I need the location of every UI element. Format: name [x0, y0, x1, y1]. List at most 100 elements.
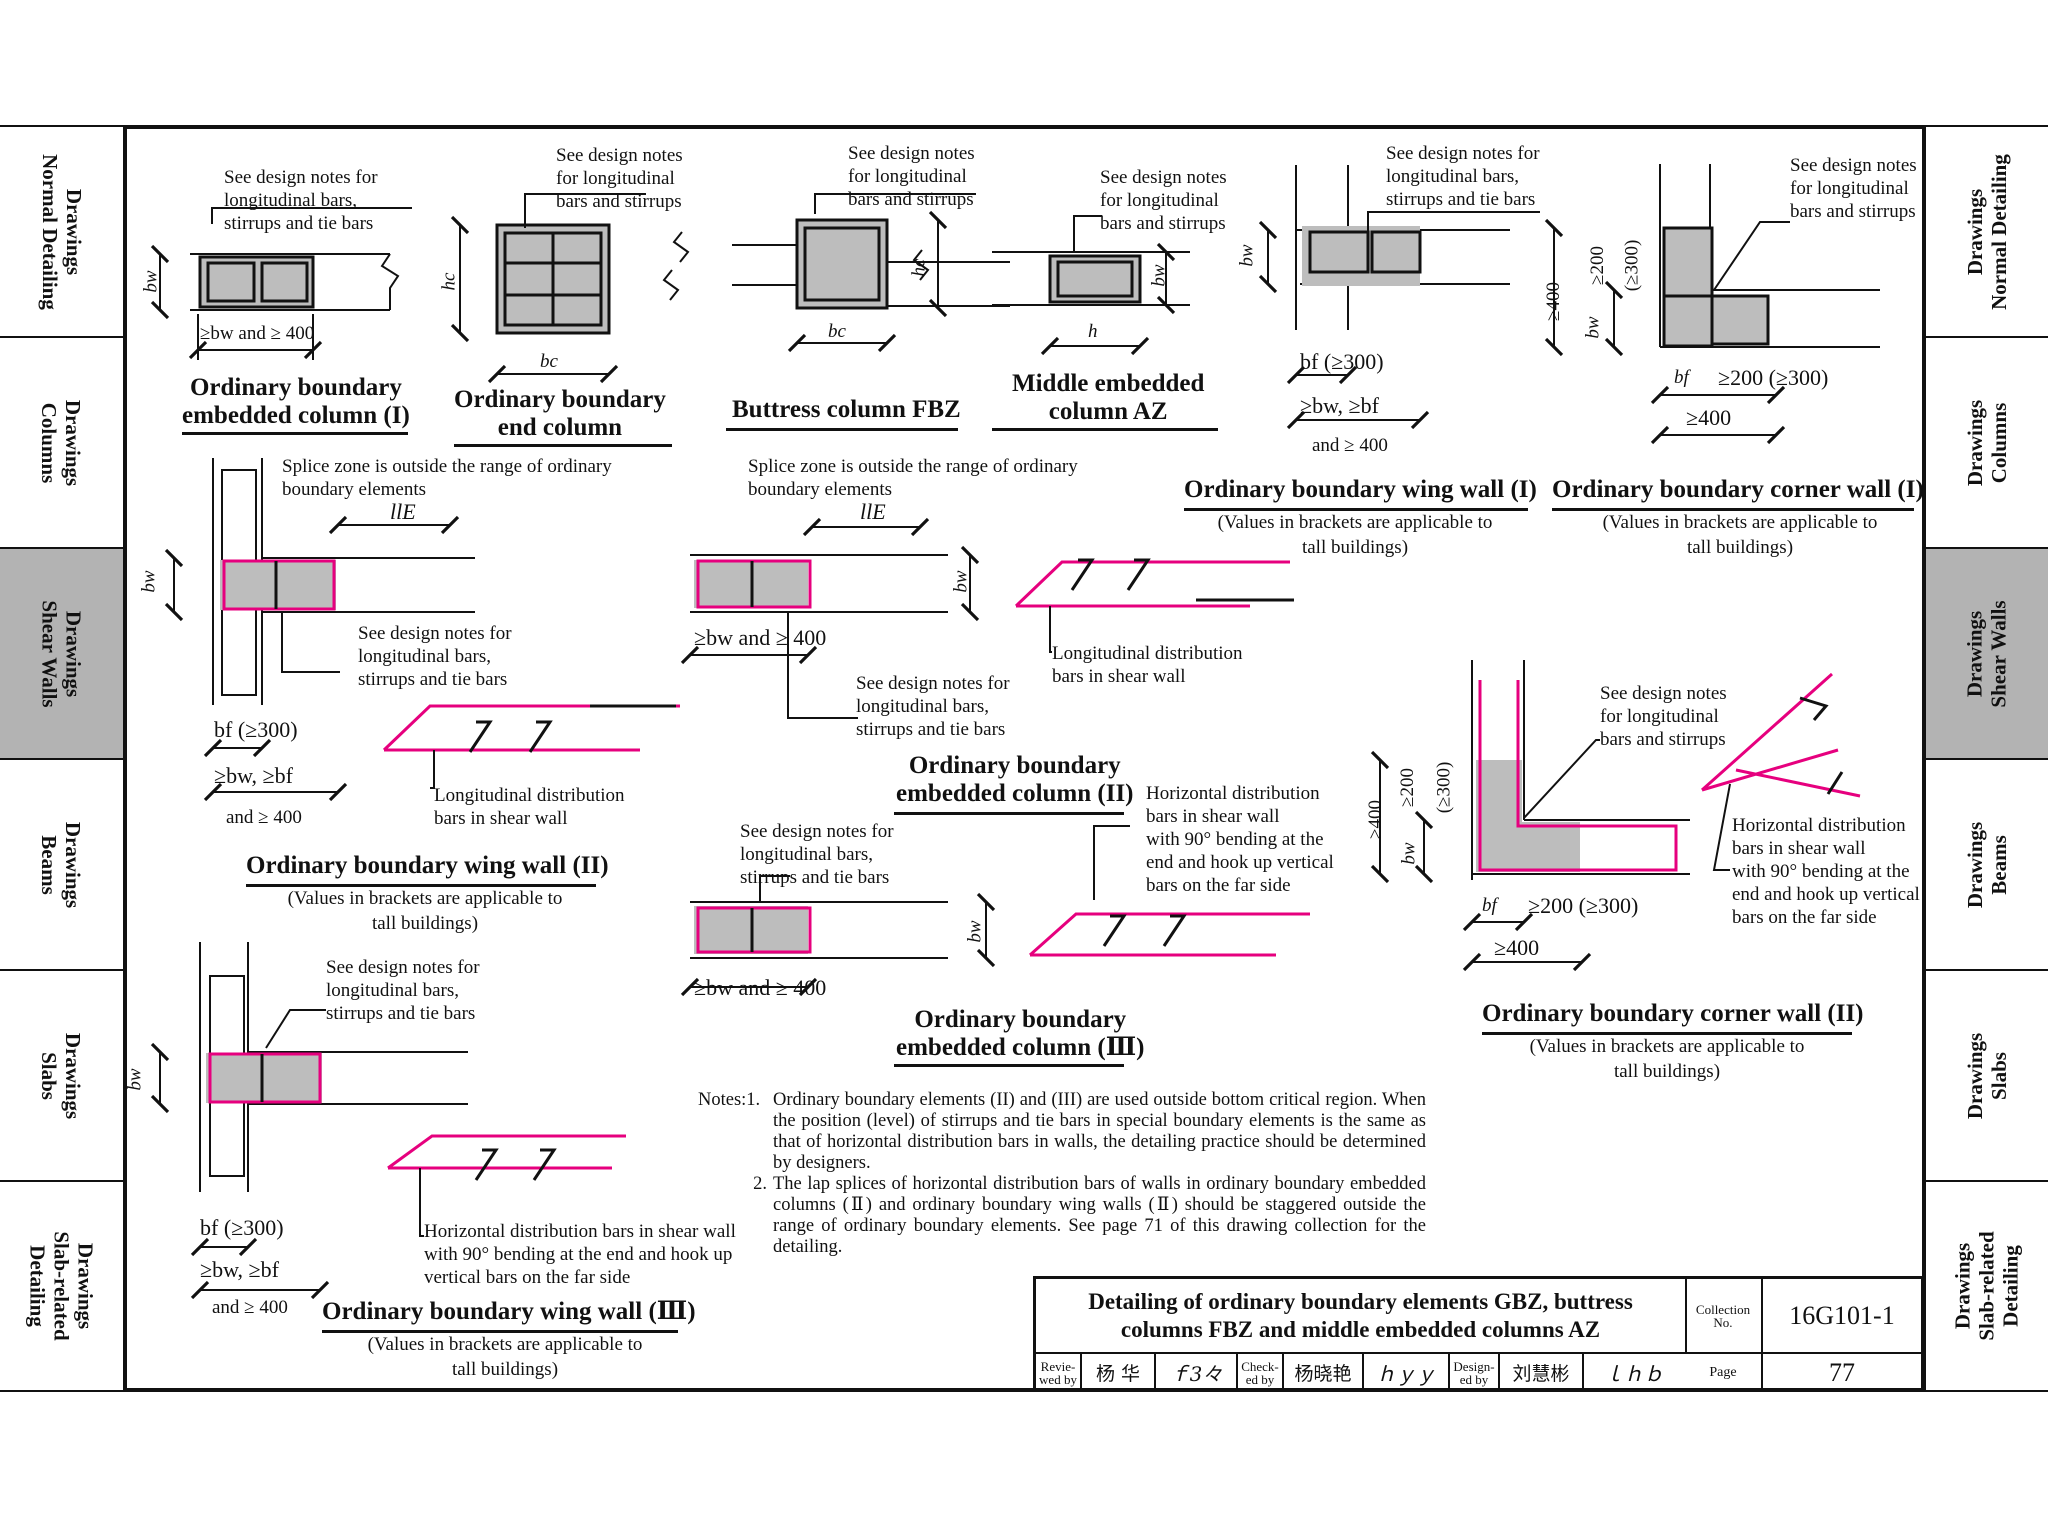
- ww3-subtitle: (Values in brackets are applicable to ta…: [367, 1334, 643, 1380]
- right-tab-slabs[interactable]: Drawings Slabs: [1926, 969, 2048, 1180]
- right-tab-normal-detailing[interactable]: Drawings Normal Detailing: [1926, 125, 2048, 336]
- reviewed-label: Revie- wed by: [1036, 1354, 1082, 1391]
- notes-label-2: 2.: [753, 1174, 767, 1194]
- designed-label: Design- ed by: [1450, 1354, 1500, 1391]
- ww2-lle: llE: [390, 499, 416, 524]
- c1-title: Ordinary boundary embedded column (I): [182, 374, 410, 429]
- c6-dim3: ≥400: [1686, 405, 1732, 430]
- c2-title: Ordinary boundary end column: [454, 386, 666, 441]
- diagram-buttress-column: [662, 193, 1010, 353]
- left-tab-slabs[interactable]: Drawings Slabs: [0, 969, 123, 1180]
- ec2-splice: Splice zone is outside the range of ordi…: [748, 456, 1078, 500]
- ww3-title: Ordinary boundary wing wall (Ⅲ): [322, 1298, 696, 1325]
- diagram-wing-wall-3: [150, 942, 626, 1300]
- left-tab-normal-detailing[interactable]: Drawings Normal Detailing: [0, 125, 123, 336]
- c6-dim-side: bw: [1582, 316, 1604, 339]
- checked-name: 杨晓艳: [1284, 1354, 1364, 1391]
- right-tab-beams[interactable]: Drawings Beams: [1926, 758, 2048, 969]
- page-label: Page: [1685, 1352, 1763, 1391]
- cw2-horiz: Horizontal distribution bars in shear wa…: [1732, 815, 1920, 928]
- c3-dim-side: hc: [908, 258, 930, 277]
- cw2-dim3: ≥400: [1494, 935, 1540, 960]
- c1-dim-bottom: ≥bw and ≥ 400: [200, 323, 315, 344]
- c1-dim-side: bw: [140, 270, 162, 293]
- ec3-dim-side: bw: [964, 920, 986, 943]
- ww3-horiz: Horizontal distribution bars in shear wa…: [424, 1221, 736, 1288]
- diagram-end-column: [450, 193, 646, 384]
- right-tab-slab-related[interactable]: Drawings Slab-related Detailing: [1926, 1180, 2048, 1392]
- c5-dim-side: bw: [1236, 244, 1258, 267]
- ec2-lle: llE: [860, 499, 886, 524]
- c6-vdim1: ≥400: [1542, 282, 1564, 321]
- right-tab-shear-walls[interactable]: Drawings Shear Walls: [1926, 547, 2048, 758]
- ww3-dim3: and ≥ 400: [212, 1297, 288, 1318]
- c6-subtitle: (Values in brackets are applicable to ta…: [1602, 512, 1878, 558]
- c2-underline: [454, 444, 672, 447]
- c6-note: See design notes for longitudinal bars a…: [1790, 155, 1917, 222]
- ww2-dim1: bf (≥300): [214, 717, 298, 742]
- c3-note: See design notes for longitudinal bars a…: [848, 143, 975, 210]
- c5-dim1: bf (≥300): [1300, 349, 1384, 374]
- ec3-note: See design notes for longitudinal bars, …: [740, 821, 894, 888]
- reviewer-signature: ｆ3々: [1156, 1354, 1238, 1391]
- signature-row: Revie- wed by 杨 华 ｆ3々 Check- ed by 杨晓艳 ｈ…: [1036, 1352, 1685, 1393]
- ec2-title: Ordinary boundary embedded column (II): [896, 752, 1134, 807]
- designed-name: 刘慧彬: [1500, 1354, 1584, 1391]
- cw2-underline: [1482, 1032, 1852, 1035]
- c4-note: See design notes for longitudinal bars a…: [1100, 167, 1227, 234]
- c5-dim3: and ≥ 400: [1312, 435, 1388, 456]
- c3-underline: [726, 428, 958, 431]
- ww3-underline: [322, 1330, 678, 1333]
- c1-underline: [182, 432, 408, 435]
- c2-dim-bottom: bc: [540, 351, 558, 372]
- left-tab-shear-walls[interactable]: Drawings Shear Walls: [0, 547, 123, 758]
- collection-number: 16G101-1: [1789, 1300, 1895, 1330]
- c3-title: Buttress column FBZ: [732, 396, 961, 423]
- left-tab-beams[interactable]: Drawings Beams: [0, 758, 123, 969]
- right-tab-columns[interactable]: Drawings Columns: [1926, 336, 2048, 547]
- cw2-dim2: ≥200 (≥300): [1528, 893, 1639, 918]
- ec2-dim-bottom: ≥bw and ≥ 400: [694, 625, 827, 650]
- sheet-title: Detailing of ordinary boundary elements …: [1036, 1279, 1687, 1352]
- c6-title: Ordinary boundary corner wall (I): [1552, 476, 1924, 503]
- checker-signature: ｈｙｙ: [1364, 1354, 1450, 1391]
- c6-vdim2: ≥200: [1586, 246, 1608, 285]
- diagram-embedded-column-3: [680, 825, 1310, 997]
- c5-title: Ordinary boundary wing wall (I): [1184, 476, 1537, 503]
- ec2-note: See design notes for longitudinal bars, …: [856, 673, 1010, 740]
- c2-dim-side: hc: [438, 272, 460, 291]
- ww3-dim1: bf (≥300): [200, 1215, 284, 1240]
- ww2-underline: [246, 884, 596, 887]
- cw2-vdim1: ≥400: [1364, 800, 1386, 839]
- ec3-dim-bottom: ≥bw and ≥ 400: [694, 975, 827, 1000]
- ww2-dim-side: bw: [138, 570, 160, 593]
- left-tab-columns[interactable]: Drawings Columns: [0, 336, 123, 547]
- drawing-frame: [123, 125, 1926, 1392]
- notes-text-1: Ordinary boundary elements (II) and (III…: [773, 1090, 1426, 1173]
- title-block: Detailing of ordinary boundary elements …: [1033, 1276, 1924, 1391]
- diagram-wing-wall-2: [164, 458, 680, 802]
- ec3-underline: [894, 1064, 1124, 1067]
- collection-label-cell: Collection No.: [1685, 1279, 1763, 1352]
- c4-dim-bottom: h: [1088, 321, 1098, 342]
- ww3-dim-side: bw: [124, 1068, 146, 1091]
- c5-underline: [1184, 508, 1528, 511]
- c1-note: See design notes for longitudinal bars, …: [224, 167, 378, 234]
- notes-label-1: Notes:1.: [698, 1090, 761, 1110]
- ec2-dist: Longitudinal distribution bars in shear …: [1052, 643, 1243, 687]
- cw2-note: See design notes for longitudinal bars a…: [1600, 683, 1727, 750]
- ec2-dim-side: bw: [950, 570, 972, 593]
- ec2-underline: [894, 812, 1124, 815]
- c5-note: See design notes for longitudinal bars, …: [1386, 143, 1540, 210]
- left-tab-slab-related[interactable]: Drawings Slab-related Detailing: [0, 1180, 123, 1392]
- diagram-embedded-column-1: [150, 207, 412, 360]
- cw2-vdim2: ≥200: [1396, 768, 1418, 807]
- cw2-vdim3: (≥300): [1433, 761, 1455, 814]
- general-notes: Notes:1. Ordinary boundary elements (II)…: [698, 1090, 1426, 1258]
- page-number: 77: [1763, 1352, 1921, 1391]
- c6-underline: [1552, 508, 1914, 511]
- ec3-title: Ordinary boundary embedded column (Ⅲ): [896, 1006, 1145, 1061]
- cw2-dim-side: bw: [1398, 842, 1420, 865]
- ww2-dist: Longitudinal distribution bars in shear …: [434, 785, 625, 829]
